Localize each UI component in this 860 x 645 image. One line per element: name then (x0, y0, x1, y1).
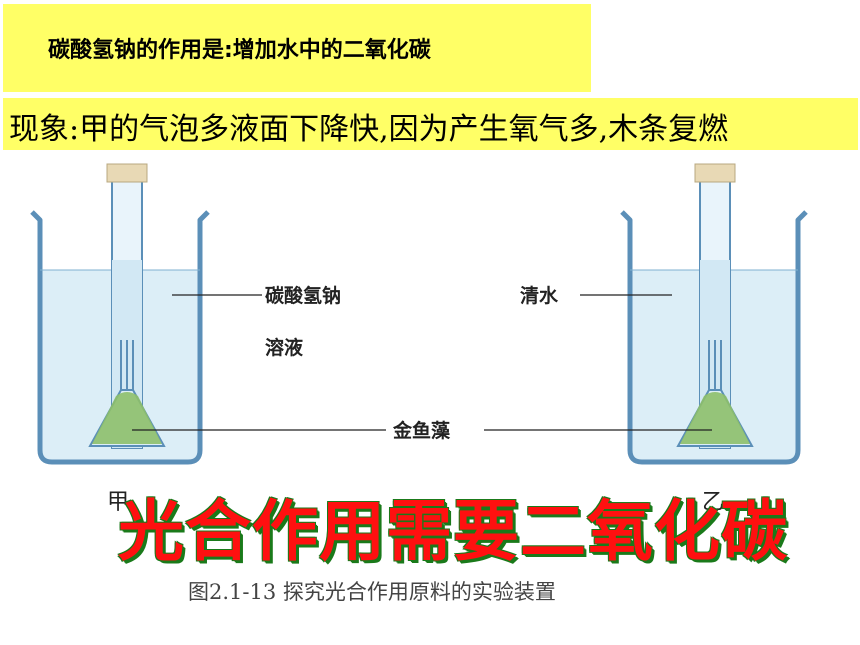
left-plant (92, 392, 162, 444)
phenomenon-banner: 现象:甲的气泡多液面下降快,因为产生氧气多,木条复燃 (3, 98, 858, 150)
plant-label: 金鱼藻 (392, 419, 451, 442)
figure-caption: 图2.1-13 探究光合作用原料的实验装置 (188, 580, 556, 604)
right-beaker-glass (620, 210, 808, 465)
right-solution-label: 清水 (520, 284, 559, 307)
right-plant (680, 392, 750, 444)
statement-text: 碳酸氢钠的作用是:增加水中的二氧化碳 (48, 38, 431, 63)
right-tag: 乙 (702, 490, 725, 515)
statement-banner: 碳酸氢钠的作用是:增加水中的二氧化碳 (3, 4, 591, 92)
left-tag: 甲 (107, 490, 130, 515)
right-apparatus (620, 163, 808, 465)
experiment-diagram: 碳酸氢钠 溶液 清水 金鱼藻 图2.1-13 探究光合作用原料的实验装置 (30, 163, 808, 604)
overlay-conclusion: 光合作用需要二氧化碳 (118, 493, 788, 570)
left-cork (106, 163, 148, 183)
phenomenon-text: 现象:甲的气泡多液面下降快,因为产生氧气多,木条复燃 (9, 112, 729, 147)
left-apparatus (30, 163, 210, 465)
left-solution-label-line1: 碳酸氢钠 (265, 284, 341, 307)
left-solution-label-line2: 溶液 (265, 336, 304, 359)
left-beaker-glass (30, 210, 210, 465)
right-cork (694, 163, 736, 183)
